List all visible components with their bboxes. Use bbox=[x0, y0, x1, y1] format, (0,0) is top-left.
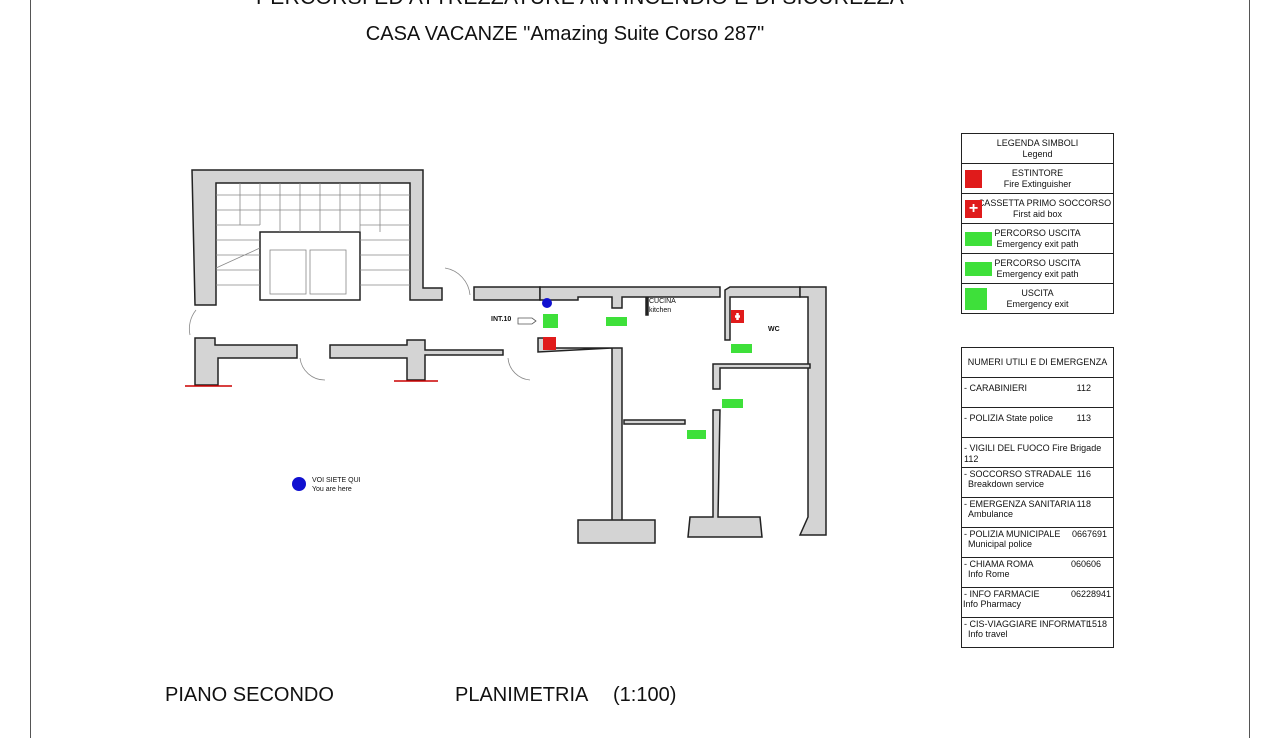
number-sub: Ambulance bbox=[968, 509, 1014, 519]
kitchen-label: CUCINA bbox=[649, 298, 676, 305]
number-sub: Municipal police bbox=[968, 539, 1033, 549]
number-label: - VIGILI DEL FUOCO Fire Brigade 112 bbox=[964, 443, 1102, 464]
you-are-here-marker bbox=[542, 298, 552, 308]
floor-plan bbox=[185, 169, 827, 544]
legend-label: ESTINTORE bbox=[1011, 167, 1064, 178]
numbers-title: NUMERI UTILI E DI EMERGENZA bbox=[961, 347, 1114, 378]
number-sub: Info Pharmacy bbox=[963, 599, 1022, 609]
legend-label-en: First aid box bbox=[1012, 208, 1063, 219]
number-label: - SOCCORSO STRADALE bbox=[964, 469, 1073, 479]
door-swing bbox=[189, 267, 531, 381]
you-are-here-marker bbox=[292, 477, 306, 491]
you-are-here-en: You are here bbox=[312, 486, 352, 493]
legend-label: PERCORSO USCITA bbox=[994, 227, 1081, 238]
number-label: - CHIAMA ROMA bbox=[964, 559, 1034, 569]
exit-path-icon bbox=[965, 262, 992, 276]
apartment-wall bbox=[539, 286, 721, 309]
page-frame bbox=[30, 0, 1250, 738]
legend-title-en: Legend bbox=[1022, 148, 1053, 159]
number-label: - INFO FARMACIE bbox=[964, 589, 1040, 599]
number-sub: Info Rome bbox=[968, 569, 1010, 579]
legend-label-en: Emergency exit path bbox=[996, 268, 1079, 279]
number-label: - POLIZIA State police bbox=[964, 413, 1054, 423]
number-value: 112 bbox=[1076, 383, 1091, 393]
number-value: 1518 bbox=[1086, 619, 1107, 629]
apartment-wall bbox=[712, 363, 811, 390]
number-value: 113 bbox=[1076, 413, 1091, 423]
you-are-here-label: VOI SIETE QUI You are here bbox=[312, 476, 361, 494]
legend-label: USCITA bbox=[1021, 287, 1054, 298]
floor-label: PIANO SECONDO bbox=[165, 684, 334, 706]
apartment-wall bbox=[798, 286, 827, 536]
number-sub: Info travel bbox=[968, 629, 1008, 639]
number-label: - CIS-VIAGGIARE INFORMATI bbox=[964, 619, 1089, 629]
entrance-label: INT.10 bbox=[491, 316, 512, 323]
number-label: - POLIZIA MUNICIPALE bbox=[964, 529, 1061, 539]
apartment-wall bbox=[537, 337, 656, 544]
corridor-wall bbox=[473, 286, 541, 301]
fire-extinguisher-icon bbox=[543, 337, 556, 350]
number-label: - EMERGENZA SANITARIA bbox=[964, 499, 1076, 509]
legend-label: CASSETTA PRIMO SOCCORSO bbox=[977, 197, 1112, 208]
wc-label: WC bbox=[768, 326, 780, 333]
number-value: 06228941 bbox=[1070, 589, 1111, 599]
corridor-wall bbox=[329, 339, 504, 381]
emergency-numbers-table: NUMERI UTILI E DI EMERGENZA - CARABINIER… bbox=[961, 347, 1114, 648]
stairs bbox=[215, 183, 410, 286]
apartment-wall bbox=[687, 409, 763, 538]
legend-label: PERCORSO USCITA bbox=[994, 257, 1081, 268]
kitchen-label-en: kitchen bbox=[649, 307, 672, 314]
emergency-exit-icon bbox=[965, 288, 987, 310]
number-row: - CARABINIERI 112 bbox=[962, 378, 1113, 407]
exit-signs bbox=[543, 314, 752, 439]
corridor-wall bbox=[194, 337, 298, 386]
first-aid-icon: + bbox=[965, 200, 982, 218]
number-sub: Breakdown service bbox=[968, 479, 1045, 489]
scale-label: (1:100) bbox=[613, 684, 677, 706]
number-value: 116 bbox=[1076, 469, 1091, 479]
main-title: PERCORSI ED ATTREZZATURE ANTINCENDIO E D… bbox=[0, 0, 1160, 10]
number-row: - CHIAMA ROMA 060606 Info Rome bbox=[962, 558, 1113, 587]
number-row: - VIGILI DEL FUOCO Fire Brigade 112 bbox=[962, 438, 1113, 467]
legend-label-en: Emergency exit path bbox=[996, 238, 1079, 249]
plan-label: PLANIMETRIA bbox=[455, 684, 589, 706]
stair-wall bbox=[191, 169, 443, 306]
elevator bbox=[309, 249, 347, 295]
number-value: 0667691 bbox=[1071, 529, 1107, 539]
elevator-shaft bbox=[259, 231, 361, 301]
number-row: - POLIZIA State police 113 bbox=[962, 408, 1113, 437]
subtitle: CASA VACANZE "Amazing Suite Corso 287" bbox=[365, 23, 765, 45]
legend-label-en: Emergency exit bbox=[1006, 298, 1069, 309]
elevator bbox=[269, 249, 307, 295]
you-are-here-it: VOI SIETE QUI bbox=[312, 477, 361, 484]
legend-title: LEGENDA SIMBOLI bbox=[996, 137, 1079, 148]
number-label: - CARABINIERI bbox=[964, 383, 1028, 393]
number-value: 118 bbox=[1076, 499, 1091, 509]
exit-path-icon bbox=[965, 232, 992, 246]
fire-extinguisher-icon bbox=[965, 170, 982, 188]
number-value: 060606 bbox=[1070, 559, 1101, 569]
legend-label-en: Fire Extinguisher bbox=[1003, 178, 1072, 189]
entrance-arrow bbox=[517, 317, 537, 325]
apartment-wall bbox=[623, 419, 686, 425]
